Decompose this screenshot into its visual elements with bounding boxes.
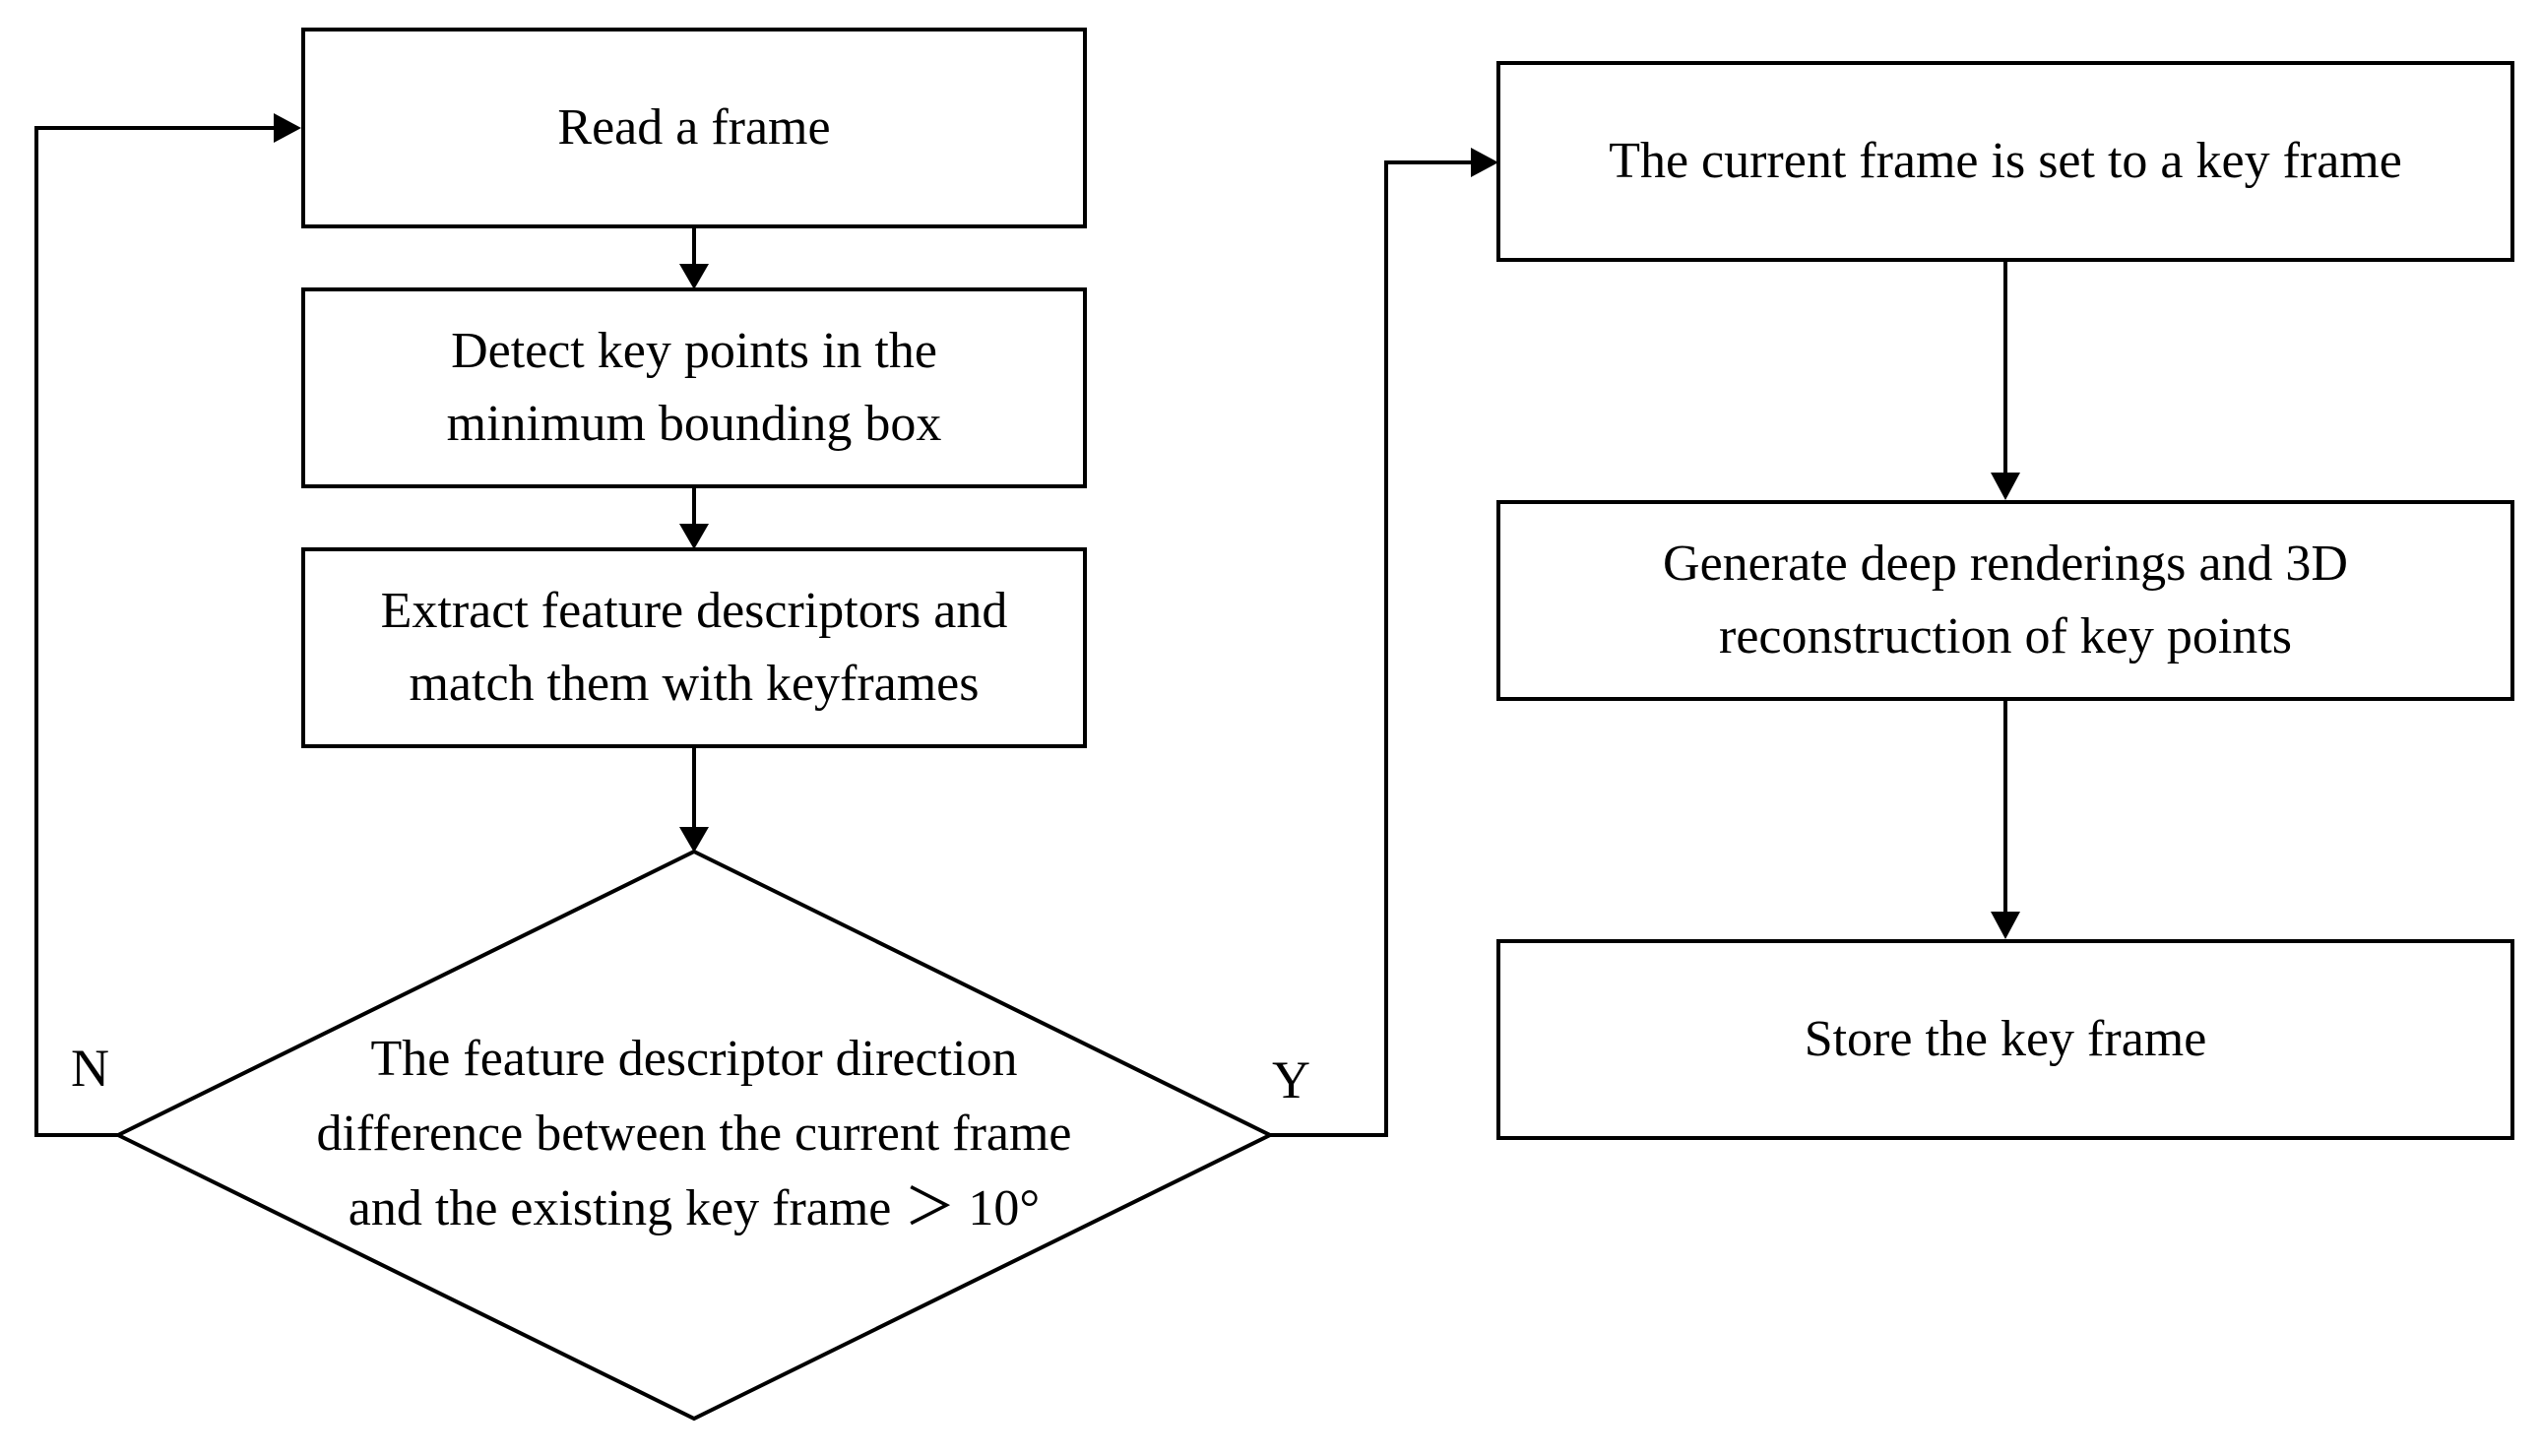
node-generate-renderings: Generate deep renderings and 3D reconstr… xyxy=(1496,500,2514,701)
node-extract-descriptors-line-2: match them with keyframes xyxy=(409,656,980,712)
node-set-key-frame: The current frame is set to a key frame xyxy=(1496,61,2514,262)
arrow-yes-branch xyxy=(1270,160,1477,1137)
decision-line-1: The feature descriptor direction xyxy=(370,1031,1018,1087)
arrowhead-yes-branch xyxy=(1471,148,1498,177)
arrowhead-detect-to-extract xyxy=(679,524,709,549)
node-detect-keypoints-line-2: minimum bounding box xyxy=(446,396,942,452)
arrowhead-extract-to-decision xyxy=(679,827,709,853)
node-read-frame: Read a frame xyxy=(301,28,1087,228)
node-detect-keypoints-line-1: Detect key points in the xyxy=(451,323,937,379)
branch-label-no: N xyxy=(71,1039,109,1098)
arrow-no-branch xyxy=(34,126,280,1137)
decision-text: The feature descriptor direction differe… xyxy=(226,1016,1162,1252)
node-store-key-frame: Store the key frame xyxy=(1496,939,2514,1140)
node-extract-descriptors: Extract feature descriptors and match th… xyxy=(301,547,1087,748)
node-extract-descriptors-line-1: Extract feature descriptors and xyxy=(380,583,1008,639)
node-generate-renderings-line-2: reconstruction of key points xyxy=(1719,608,2292,665)
decision-diamond xyxy=(113,849,1275,1422)
node-generate-renderings-line-1: Generate deep renderings and 3D xyxy=(1663,536,2348,592)
node-detect-keypoints: Detect key points in the minimum boundin… xyxy=(301,287,1087,488)
arrowhead-read-to-detect xyxy=(679,264,709,289)
decision-line-2: difference between the current frame xyxy=(316,1106,1072,1162)
arrowhead-set-to-generate xyxy=(1991,473,2020,500)
node-set-key-frame-label: The current frame is set to a key frame xyxy=(1609,133,2402,189)
decision-line-3: and the existing key frame ＞ 10° xyxy=(348,1180,1041,1236)
branch-label-yes: Y xyxy=(1272,1050,1310,1109)
node-store-key-frame-label: Store the key frame xyxy=(1804,1011,2207,1067)
arrowhead-no-branch xyxy=(274,113,301,143)
arrowhead-generate-to-store xyxy=(1991,912,2020,939)
node-read-frame-label: Read a frame xyxy=(557,99,831,156)
